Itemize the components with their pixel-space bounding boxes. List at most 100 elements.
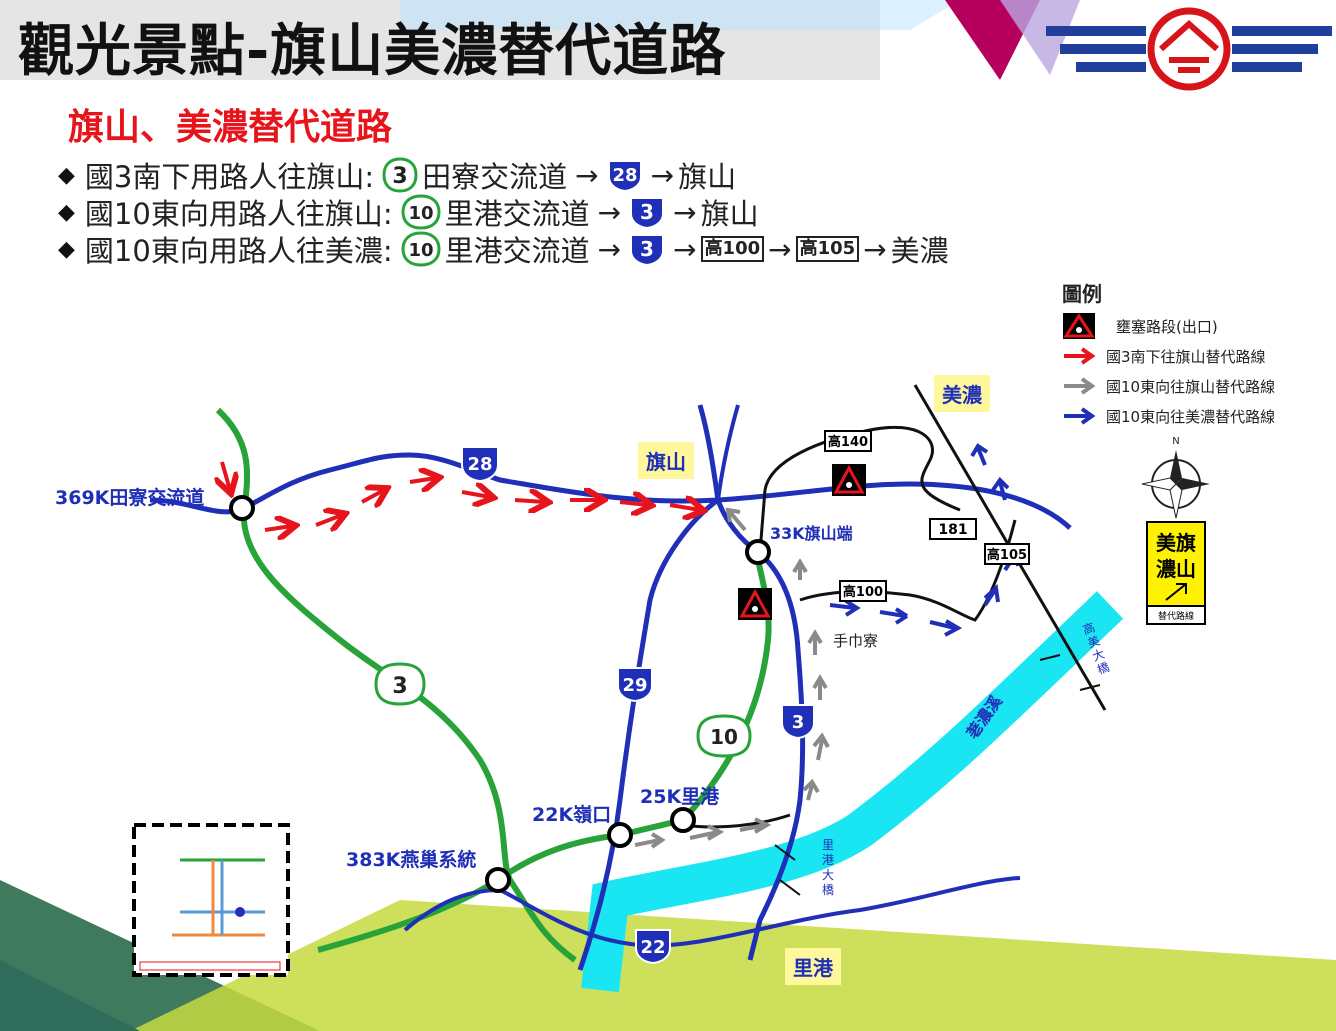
legend-item-gray-route: 國10東向往旗山替代路線 xyxy=(1062,371,1332,401)
local-road-ligang xyxy=(682,813,791,829)
shield-number: 10 xyxy=(408,240,433,261)
legend: 圖例 壅塞路段(出口) 國3南下往旗山替代路線 國10東向往旗山替代路線 xyxy=(1062,278,1332,431)
bullet-icon: ◆ xyxy=(58,236,75,262)
legend-label: 壅塞路段(出口) xyxy=(1116,317,1218,336)
route-line-2: ◆ 國10東向用路人往旗山: 10 里港交流道 → 3 → 旗山 xyxy=(58,193,763,231)
road-label: 高100 xyxy=(843,584,883,600)
route-mid: 里港交流道 xyxy=(444,234,590,268)
congestion-icon xyxy=(832,464,866,496)
provincial-22-shield: 22 xyxy=(635,929,671,965)
sign-foot: 替代路線 xyxy=(1158,610,1194,622)
bullet-icon: ◆ xyxy=(58,199,75,225)
compass-icon: N xyxy=(1141,436,1210,519)
road-181-box: 181 xyxy=(929,518,977,540)
shield-number: 28 xyxy=(467,454,492,475)
arrow-icon: → xyxy=(673,195,697,229)
route-destination: 旗山 xyxy=(700,197,759,231)
provincial-28-line xyxy=(149,452,1072,530)
sign-line-2: 濃山 xyxy=(1156,557,1196,581)
county-road-box: 高100 xyxy=(700,236,765,262)
provincial-shield-icon: 3 xyxy=(630,234,665,267)
county-road-140 xyxy=(763,425,961,512)
shield-number: 3 xyxy=(792,712,805,733)
legend-label: 國3南下往旗山替代路線 xyxy=(1106,347,1266,366)
shield-number: 29 xyxy=(622,675,647,696)
provincial-29-shield: 29 xyxy=(617,667,653,703)
page-title: 觀光景點-旗山美濃替代道路 xyxy=(18,19,727,84)
svg-text:N: N xyxy=(1172,436,1179,447)
red-route-arrows xyxy=(222,461,700,530)
shield-number: 28 xyxy=(612,165,637,186)
county-road-100-box: 高100 xyxy=(839,580,887,602)
provincial-29-line xyxy=(577,497,720,971)
legend-item-blue-route: 國10東向往美濃替代路線 xyxy=(1062,401,1332,431)
county-road-box: 高105 xyxy=(795,236,860,262)
freeway-shield-icon: 3 xyxy=(382,157,418,193)
route-mid: 里港交流道 xyxy=(444,197,590,231)
sign-line-1: 美旗 xyxy=(1156,531,1196,555)
river xyxy=(581,591,1124,993)
page-subtitle: 旗山、美濃替代道路 xyxy=(68,107,393,148)
freeway-bureau-logo xyxy=(1046,7,1332,91)
bullet-icon: ◆ xyxy=(58,162,75,188)
interchange-yanchao xyxy=(485,867,511,893)
freeway-shield-icon: 10 xyxy=(401,231,441,267)
legend-item-congestion: 壅塞路段(出口) xyxy=(1062,311,1332,341)
county-road-140-box: 高140 xyxy=(824,430,872,452)
shield-number: 3 xyxy=(393,164,408,189)
provincial-3-north-line xyxy=(716,404,740,501)
route-prefix: 國3南下用路人往旗山: xyxy=(84,160,375,194)
arrow-icon: → xyxy=(673,232,697,266)
label-town-qishan: 旗山 xyxy=(638,442,694,479)
arrow-icon: → xyxy=(597,195,622,229)
road-label: 181 xyxy=(938,522,967,538)
label-tianliao: 369K田寮交流道 xyxy=(55,487,205,509)
arrow-icon: → xyxy=(650,158,675,192)
provincial-shield-icon: 3 xyxy=(630,197,665,230)
arrow-icon: → xyxy=(863,232,887,266)
arrow-icon: → xyxy=(597,232,622,266)
shield-number: 10 xyxy=(408,203,433,224)
route-destination: 美濃 xyxy=(890,234,949,268)
label-shoujinliao: 手巾寮 xyxy=(833,632,879,650)
legend-title: 圖例 xyxy=(1062,282,1102,306)
route-line-1: ◆ 國3南下用路人往旗山: 3 田寮交流道 → 28 → 旗山 xyxy=(58,156,740,194)
shield-number: 3 xyxy=(640,200,654,224)
interchange-ligang xyxy=(670,807,696,833)
provincial-28-shield: 28 xyxy=(461,446,499,483)
gray-arrow-icon xyxy=(1064,377,1096,395)
label-town-meinong: 美濃 xyxy=(934,375,990,412)
freeway-10-shield: 10 xyxy=(696,714,752,758)
label-qishan-end: 33K旗山端 xyxy=(770,524,853,543)
road-label: 高140 xyxy=(828,434,868,450)
shield-number: 10 xyxy=(710,725,738,749)
route-line-3: ◆ 國10東向用路人往美濃: 10 里港交流道 → 3 → 高100 → 高10… xyxy=(58,230,953,268)
label-ligang-interchange: 25K里港 xyxy=(640,786,720,808)
legend-label: 國10東向往美濃替代路線 xyxy=(1106,407,1276,426)
interchange-lingkou xyxy=(607,822,633,848)
congestion-icon xyxy=(1063,313,1095,339)
freeway-3-shield: 3 xyxy=(374,662,426,706)
provincial-shield-icon: 28 xyxy=(607,160,642,193)
blue-arrow-icon xyxy=(1064,407,1096,425)
interchange-qishan-end xyxy=(745,539,771,565)
ligang-bridge xyxy=(774,844,801,896)
route-prefix: 國10東向用路人往旗山: xyxy=(84,197,393,231)
freeway-shield-icon: 10 xyxy=(401,194,441,230)
arrow-icon: → xyxy=(575,158,599,192)
label-town-ligang: 里港 xyxy=(785,948,841,985)
label-yanchao: 383K燕巢系統 xyxy=(346,849,477,871)
gray-route-arrows xyxy=(634,507,830,849)
inset-diagram xyxy=(132,823,290,977)
route-mid: 田寮交流道 xyxy=(422,160,568,194)
label-lingkou: 22K嶺口 xyxy=(532,804,612,826)
shield-number: 22 xyxy=(640,937,665,958)
direction-sign: 美旗 濃山 替代路線 xyxy=(1146,521,1206,625)
gaomei-bridge xyxy=(1039,654,1101,691)
route-prefix: 國10東向用路人往美濃: xyxy=(84,234,393,268)
legend-label: 國10東向往旗山替代路線 xyxy=(1106,377,1276,396)
congestion-icon xyxy=(738,588,772,620)
shield-number: 3 xyxy=(640,237,654,261)
